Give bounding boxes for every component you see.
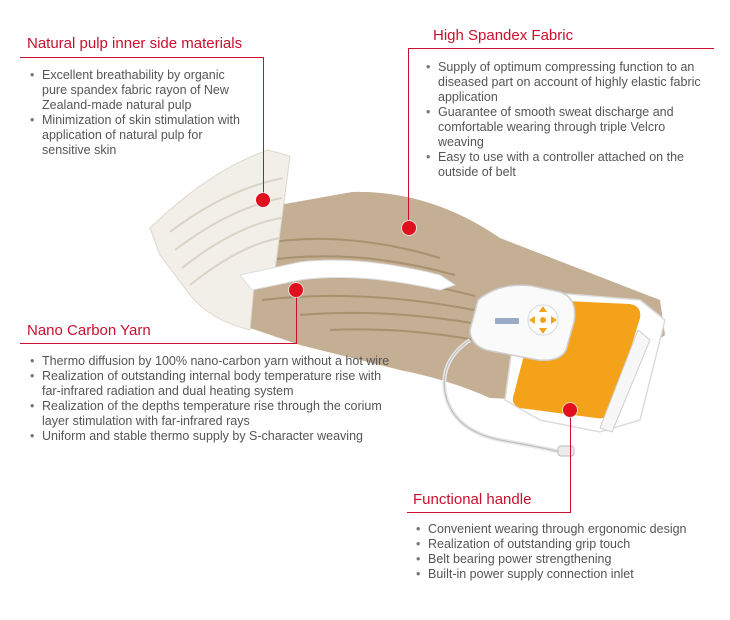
high-spandex-marker xyxy=(402,221,416,235)
functional-handle-leader-line xyxy=(570,410,571,513)
nano-carbon-list: Thermo diffusion by 100% nano-carbon yar… xyxy=(28,354,398,444)
list-item: Realization of outstanding grip touch xyxy=(414,537,724,552)
list-item: Belt bearing power strengthening xyxy=(414,552,724,567)
cable-plug xyxy=(557,445,575,457)
natural-pulp-list: Excellent breathability by organic pure … xyxy=(28,68,243,158)
list-item: Minimization of skin stimulation with ap… xyxy=(28,113,243,158)
nano-carbon-underline xyxy=(20,343,296,344)
list-item: Convenient wearing through ergonomic des… xyxy=(414,522,724,537)
list-item: Supply of optimum compressing function t… xyxy=(424,60,714,105)
inner-liner xyxy=(149,149,291,331)
functional-handle-underline xyxy=(407,512,571,513)
natural-pulp-title: Natural pulp inner side materials xyxy=(27,35,243,52)
list-item: Realization of outstanding internal body… xyxy=(28,369,398,399)
high-spandex-title: High Spandex Fabric xyxy=(433,27,574,44)
nano-carbon-leader-line xyxy=(296,292,297,344)
natural-pulp-underline xyxy=(20,57,264,58)
natural-pulp-marker xyxy=(256,193,270,207)
list-item: Realization of the depths temperature ri… xyxy=(28,399,398,429)
list-item: Built-in power supply connection inlet xyxy=(414,567,724,582)
nano-carbon-title: Nano Carbon Yarn xyxy=(27,322,151,339)
high-spandex-list: Supply of optimum compressing function t… xyxy=(424,60,714,180)
nano-carbon-marker xyxy=(289,283,303,297)
natural-pulp-leader-line xyxy=(263,57,264,200)
list-item: Excellent breathability by organic pure … xyxy=(28,68,243,113)
list-item: Thermo diffusion by 100% nano-carbon yar… xyxy=(28,354,398,369)
controller xyxy=(469,284,576,362)
high-spandex-leader-line xyxy=(408,48,409,220)
functional-handle-list: Convenient wearing through ergonomic des… xyxy=(414,522,724,582)
list-item: Easy to use with a controller attached o… xyxy=(424,150,714,180)
high-spandex-underline xyxy=(408,48,714,49)
functional-handle-title: Functional handle xyxy=(413,491,532,508)
list-item: Guarantee of smooth sweat discharge and … xyxy=(424,105,714,150)
list-item: Uniform and stable thermo supply by S-ch… xyxy=(28,429,398,444)
functional-handle-marker xyxy=(563,403,577,417)
controller-buttons xyxy=(529,306,557,334)
